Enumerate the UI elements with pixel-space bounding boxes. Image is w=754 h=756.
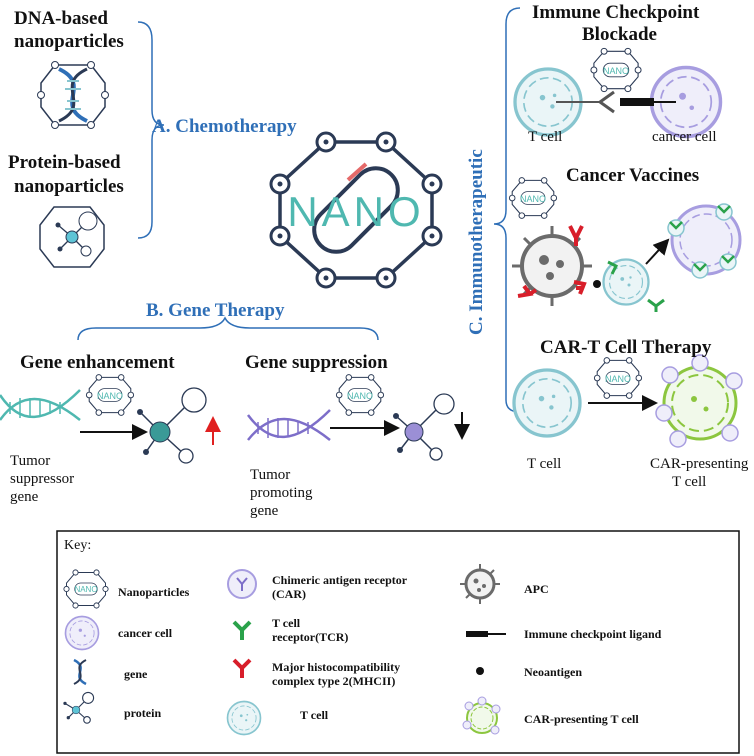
key-protein: protein <box>124 706 162 720</box>
dna-np-label-1: DNA-based <box>14 8 108 29</box>
vaccine-cancer-icon <box>667 203 742 279</box>
key-tcr-icon <box>232 620 252 640</box>
tumor-promoting-label-2: promoting <box>250 485 313 501</box>
neoantigen-dot <box>593 280 601 288</box>
key-tcr-1: T cell <box>272 616 301 630</box>
nano-label-cart: NANO <box>605 374 631 384</box>
tumor-suppressor-label-3: gene <box>10 489 39 505</box>
car-t-cell-icon <box>655 354 743 448</box>
tumor-suppressor-label-2: suppressor <box>10 471 75 487</box>
key-box <box>56 530 740 754</box>
gene-suppression-label: Gene suppression <box>245 352 388 373</box>
checkpoint-cancer-label: cancer cell <box>652 129 717 145</box>
cart-tcell-label: T cell <box>527 456 562 472</box>
key-title: Key: <box>64 538 92 553</box>
key-car-1: Chimeric antigen receptor <box>272 573 408 587</box>
key-gene: gene <box>124 667 148 681</box>
key-car-2: (CAR) <box>272 587 306 601</box>
key-neoantigen: Neoantigen <box>524 665 582 679</box>
key-neoantigen-icon <box>476 667 484 675</box>
key-car-t-icon <box>462 696 501 735</box>
suppressed-protein-icon <box>393 393 455 461</box>
center-nano-text: NANO <box>287 188 424 235</box>
immunotherapeutic-title: C. Immunotherapeutic <box>466 149 487 335</box>
chemo-brace <box>137 21 165 239</box>
checkpoint-title-1: Immune Checkpoint <box>532 2 700 23</box>
key-car-t: CAR-presenting T cell <box>524 712 639 726</box>
key-mhcii-1: Major histocompatibility <box>272 660 401 674</box>
car-presenting-label-2: T cell <box>672 474 707 490</box>
key-apc-icon <box>460 564 500 604</box>
nano-label-suppress: NANO <box>347 391 373 401</box>
key-protein-icon <box>63 691 95 724</box>
key-tcell: T cell <box>300 708 329 722</box>
protein-np-label-1: Protein-based <box>8 152 121 173</box>
checkpoint-blockade-icon <box>556 90 676 114</box>
dna-nanoparticle-icon <box>37 61 109 129</box>
key-checkpoint-ligand: Immune checkpoint ligand <box>524 627 662 641</box>
central-nanoparticle-icon <box>269 131 443 289</box>
tumor-suppressor-label-1: Tumor <box>10 453 51 469</box>
key-checkpoint-ligand-icon <box>466 631 506 637</box>
car-presenting-label-1: CAR-presenting <box>650 456 749 472</box>
vaccines-title: Cancer Vaccines <box>566 165 700 186</box>
nano-label-vaccine: NANO <box>520 194 546 204</box>
key-mhcii-2: complex type 2(MHCII) <box>272 674 396 688</box>
nano-label-key: NANO <box>74 585 97 594</box>
nano-label-enhance: NANO <box>97 391 123 401</box>
key-apc: APC <box>524 582 549 596</box>
checkpoint-title-2: Blockade <box>582 24 657 45</box>
tumor-promoting-label-1: Tumor <box>250 467 291 483</box>
key-gene-icon <box>73 658 87 686</box>
key-tcr-2: receptor(TCR) <box>272 630 349 644</box>
chemotherapy-title: A. Chemotherapy <box>152 116 297 137</box>
gene-enhancement-label: Gene enhancement <box>20 352 175 373</box>
protein-nanoparticle-icon <box>39 206 105 268</box>
checkpoint-tcell-label: T cell <box>528 129 563 145</box>
gene-brace <box>77 316 379 341</box>
vaccine-tcell-icon <box>602 258 665 312</box>
tumor-promoting-dna-icon <box>246 409 331 441</box>
protein-np-label-2: nanoparticles <box>14 176 124 197</box>
enhanced-protein-icon <box>137 387 207 464</box>
apc-cell-icon <box>512 225 592 306</box>
immuno-brace <box>493 7 521 413</box>
cart-title: CAR-T Cell Therapy <box>540 337 712 358</box>
tumor-suppressor-dna-icon <box>0 389 81 421</box>
dna-np-label-2: nanoparticles <box>14 31 124 52</box>
tumor-promoting-label-3: gene <box>250 503 279 519</box>
gene-therapy-title: B. Gene Therapy <box>146 300 285 321</box>
key-cancer-cell: cancer cell <box>118 626 173 640</box>
key-car-icon <box>227 569 257 599</box>
nano-label-checkpoint: NANO <box>603 66 629 76</box>
key-nanoparticles: Nanoparticles <box>118 585 190 599</box>
key-mhcii-icon <box>232 658 252 678</box>
vaccine-arrow <box>645 238 670 265</box>
